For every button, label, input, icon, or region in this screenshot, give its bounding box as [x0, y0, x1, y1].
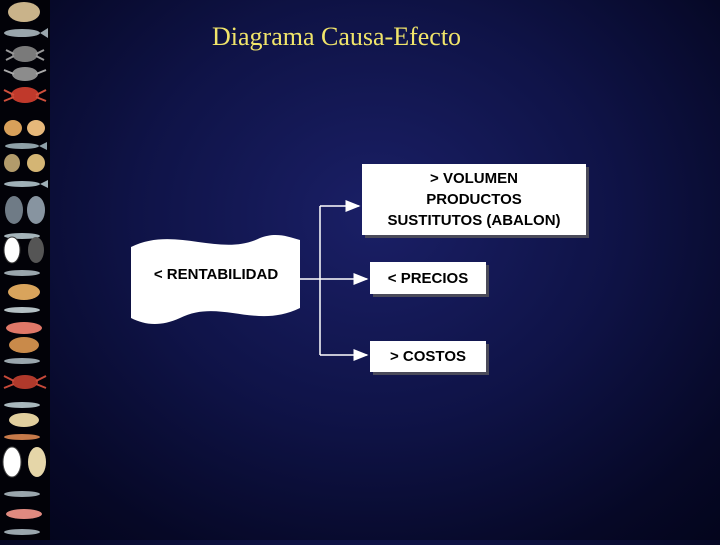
shrimp-icon: [6, 322, 42, 334]
fish-icon: [4, 28, 48, 38]
cause-line: < PRECIOS: [387, 269, 469, 287]
fish-icon: [4, 491, 40, 497]
shell-icon: [4, 120, 45, 136]
shrimp-icon: [6, 509, 42, 519]
cause-line: > VOLUMEN: [430, 170, 518, 187]
fish-icon: [4, 358, 40, 364]
shell-icon: [9, 337, 39, 353]
seafood-sidebar: [0, 0, 50, 540]
seafood-illustrations: [2, 2, 48, 535]
shell-icon: [4, 154, 45, 172]
effect-banner: [131, 234, 300, 325]
fish-icon: [4, 402, 40, 408]
fish-icon: [4, 307, 40, 313]
crab-icon: [3, 87, 47, 103]
fish-icon: [5, 142, 47, 150]
shell-icon: [8, 284, 40, 300]
effect-label: < RENTABILIDAD: [153, 266, 279, 283]
crab-icon: [5, 46, 45, 62]
cause-box-volumen: > VOLUMEN PRODUCTOS SUSTITUTOS (ABALON): [362, 164, 586, 235]
crab-icon: [3, 67, 47, 81]
cause-line: > COSTOS: [390, 348, 466, 365]
fish-icon: [4, 180, 48, 188]
page-title: Diagrama Causa-Efecto: [212, 22, 462, 51]
fish-icon: [4, 434, 40, 440]
fish-icon: [4, 529, 40, 535]
mussel-icon: [3, 236, 44, 264]
fish-icon: [4, 270, 40, 276]
shell-icon: [9, 413, 39, 427]
cause-line: PRODUCTOS: [426, 191, 522, 208]
crab-icon: [3, 375, 47, 389]
cause-line: SUSTITUTOS (ABALON): [387, 212, 561, 229]
mussel-icon: [5, 196, 45, 224]
cause-box-costos: > COSTOS: [370, 341, 486, 372]
cause-box-precios: < PRECIOS: [370, 262, 486, 294]
mussel-icon: [2, 446, 46, 478]
shell-icon: [8, 2, 40, 22]
